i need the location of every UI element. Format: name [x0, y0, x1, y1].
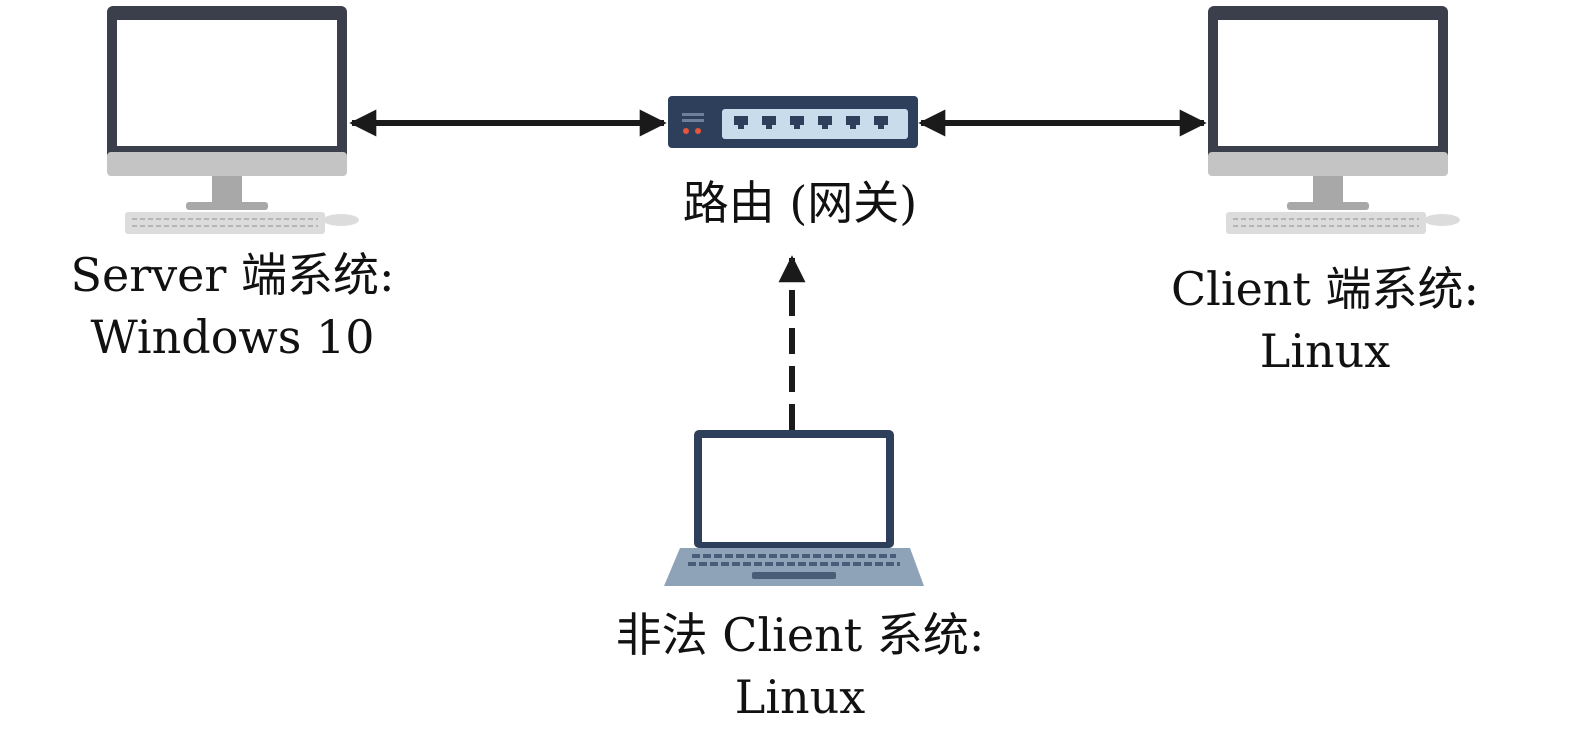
- client-label-line1: Client 端系统:: [1170, 262, 1480, 316]
- server-label: Server 端系统: Windows 10: [40, 244, 425, 368]
- server-label-line1: Server 端系统:: [70, 248, 395, 302]
- rogue-client-laptop-icon: [664, 430, 924, 586]
- router-label-line1: 路由 (网关): [682, 176, 918, 230]
- rogue-client-label-line1: 非法 Client 系统:: [615, 608, 985, 662]
- router-label: 路由 (网关): [610, 172, 990, 234]
- client-desktop-icon: [1208, 6, 1460, 234]
- server-label-line2: Windows 10: [90, 310, 375, 364]
- router-switch-icon: [668, 96, 918, 148]
- rogue-client-label-line2: Linux: [734, 670, 866, 724]
- rogue-client-label: 非法 Client 系统: Linux: [560, 604, 1040, 728]
- client-label: Client 端系统: Linux: [1130, 258, 1520, 382]
- client-label-line2: Linux: [1259, 324, 1391, 378]
- server-desktop-icon: [107, 6, 359, 234]
